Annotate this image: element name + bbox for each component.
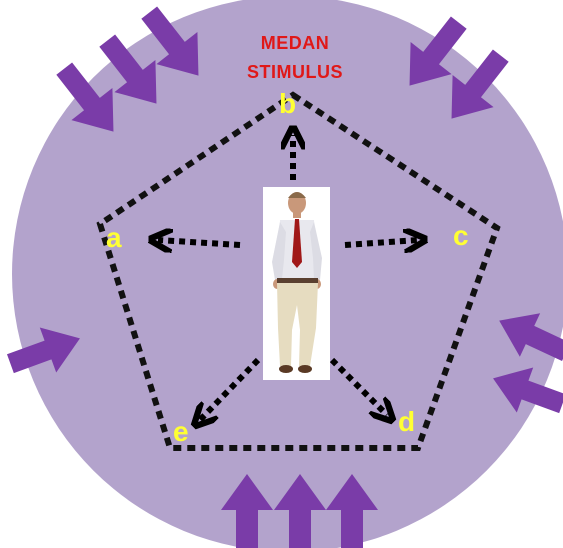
diagram-title-line-1: MEDAN — [215, 33, 375, 54]
vertex-label-d: d — [398, 408, 415, 436]
vertex-label-b: b — [279, 90, 296, 118]
vertex-label-a: a — [106, 224, 122, 252]
vertex-label-c: c — [453, 222, 469, 250]
diagram-title-line-2: STIMULUS — [215, 62, 375, 83]
vertex-label-e: e — [173, 418, 189, 446]
